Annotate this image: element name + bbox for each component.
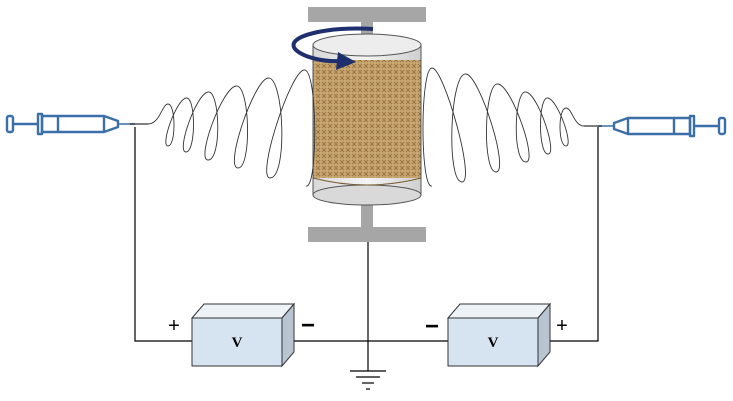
fiber-jet-right [422, 67, 585, 187]
positive-terminal: + [168, 315, 180, 337]
power-supply-label: V [232, 335, 243, 351]
negative-terminal: − [301, 312, 315, 339]
positive-terminal: + [556, 315, 568, 337]
fiber-mat [313, 60, 421, 178]
negative-terminal: − [425, 313, 439, 340]
rotation-arrow-icon [291, 26, 374, 70]
power-supply-left: V + − [168, 302, 315, 368]
power-supply-label: V [488, 335, 499, 351]
rotating-collector [312, 33, 422, 206]
syringe-icon [5, 112, 135, 136]
bottom-mount [308, 205, 426, 242]
syringe-icon [598, 114, 727, 138]
circuit-wires [134, 127, 599, 371]
power-supply-right: V − + [425, 302, 568, 368]
fiber-jet-left [147, 69, 316, 187]
ground-icon [350, 370, 386, 390]
